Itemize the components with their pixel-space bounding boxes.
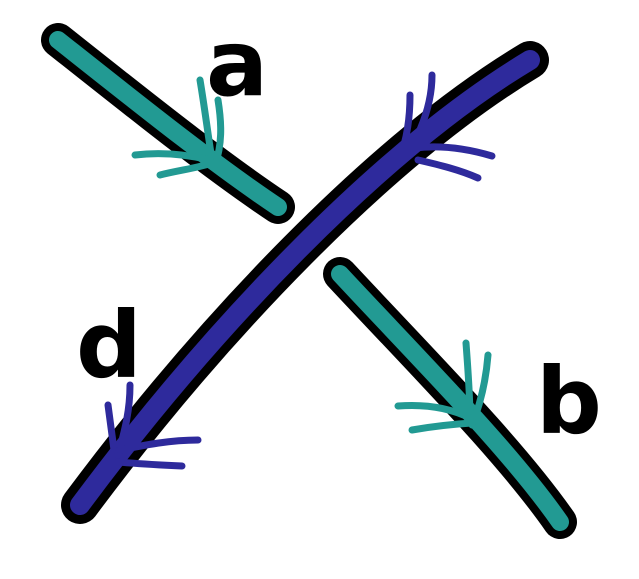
under-strand-segment-a [41,23,295,224]
arrow-marker-b [394,339,492,434]
label-b: b [536,348,602,455]
label-a: a [206,10,269,117]
arrow-marker-over-lower [104,381,202,470]
under-strand-segment-b [323,257,577,539]
arrow-marker-over-upper [400,71,496,182]
label-d: d [76,292,142,399]
arrow-marker-a [131,76,225,179]
over-strand [61,41,549,524]
